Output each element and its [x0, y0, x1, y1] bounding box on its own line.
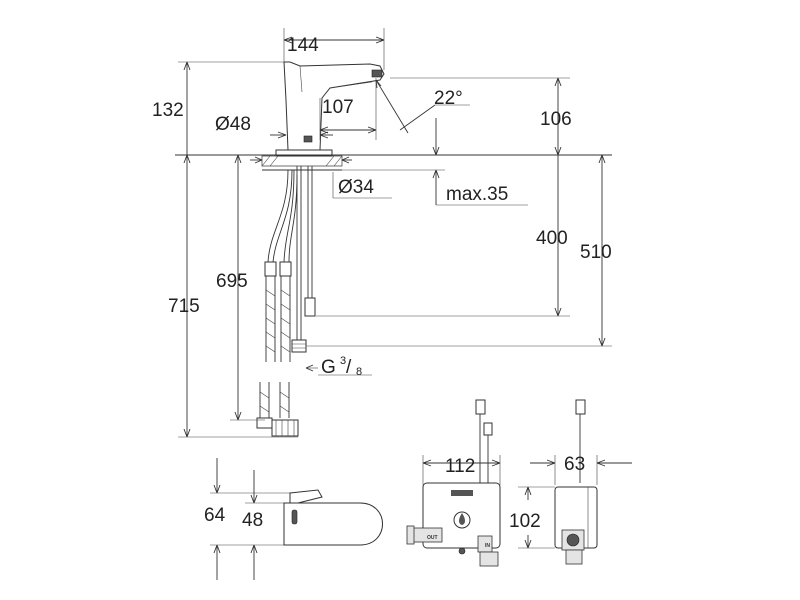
control-box-side — [518, 399, 632, 565]
dim-reach-107: 107 — [322, 97, 354, 118]
dim-side-48: 48 — [242, 510, 263, 531]
faucet-elevation — [175, 61, 612, 437]
brand-logo — [451, 490, 473, 496]
dim-height-132: 132 — [152, 100, 184, 121]
aerator — [371, 69, 383, 78]
dim-box-width-112: 112 — [445, 456, 475, 477]
thread-numerator: 3 — [340, 355, 346, 367]
dim-box-depth-63: 63 — [564, 454, 585, 475]
dim-hose-400: 400 — [536, 228, 568, 249]
thread-label-g: G — [321, 357, 336, 378]
dim-hose-510: 510 — [580, 242, 612, 263]
dim-hole-dia-34: Ø34 — [338, 177, 374, 198]
side-detail-view — [210, 458, 383, 580]
lever-profile — [289, 489, 323, 504]
thread-denominator: 8 — [356, 366, 362, 378]
dim-box-height-102: 102 — [509, 511, 541, 532]
faucet-dimension-lines — [178, 28, 612, 438]
thread-slash: / — [346, 357, 352, 378]
spout-end-profile — [283, 502, 383, 546]
dim-angle-22: 22° — [434, 88, 463, 109]
dim-total-715: 715 — [168, 296, 200, 317]
in-fitting — [479, 551, 499, 567]
in-label: IN — [485, 543, 490, 549]
dim-base-dia-48: Ø48 — [215, 114, 251, 135]
dim-spout-106: 106 — [540, 109, 572, 130]
out-label: OUT — [427, 535, 438, 541]
dim-max-35: max.35 — [446, 184, 508, 205]
sensor-window — [303, 135, 313, 143]
dim-hose-695: 695 — [216, 271, 248, 292]
dim-width-144: 144 — [287, 35, 319, 56]
control-box-front — [406, 399, 501, 567]
dim-side-64: 64 — [204, 505, 226, 526]
